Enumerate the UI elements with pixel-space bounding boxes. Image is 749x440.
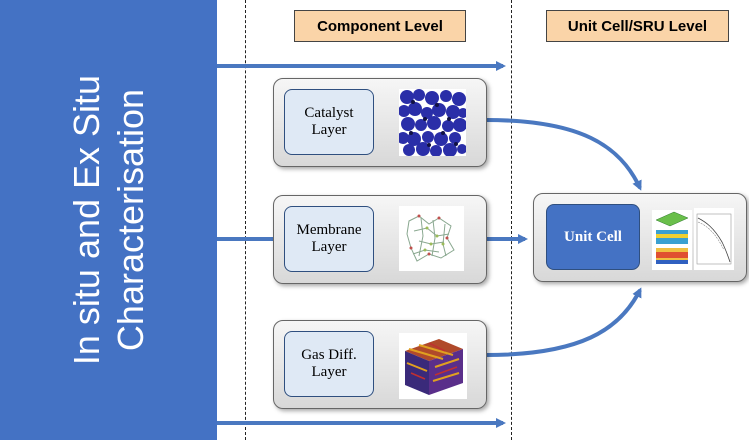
header-unit-cell-level: Unit Cell/SRU Level	[546, 10, 729, 42]
membrane-layer-label-line1: Membrane	[296, 221, 362, 238]
gas-diffusion-layer-label-line1: Gas Diff.	[301, 346, 357, 363]
divider-right	[511, 0, 512, 440]
divider-left	[245, 0, 246, 440]
catalyst-layer-label: Catalyst Layer	[284, 89, 374, 155]
gas-diffusion-layer-label: Gas Diff. Layer	[284, 331, 374, 397]
catalyst-layer-label-line2: Layer	[311, 122, 347, 138]
catalyst-layer-label-line1: Catalyst	[304, 104, 354, 121]
membrane-molecular-image	[399, 206, 464, 271]
catalyst-layer-box: Catalyst Layer	[273, 78, 487, 167]
membrane-layer-box: Membrane Layer	[273, 195, 487, 284]
polarization-curve-image	[694, 208, 734, 270]
arrow-gdl-to-cell	[485, 287, 642, 357]
membrane-layer-label: Membrane Layer	[284, 206, 374, 272]
arrow-catalyst-to-cell	[485, 118, 642, 191]
unit-cell-box: Unit Cell	[533, 193, 747, 282]
gas-diffusion-layer-label-line2: Layer	[311, 364, 347, 380]
cell-simulation-image	[652, 210, 692, 270]
catalyst-micrograph-image	[399, 89, 466, 156]
header-component-level: Component Level	[294, 10, 466, 42]
gas-diffusion-layer-box: Gas Diff. Layer	[273, 320, 487, 409]
unit-cell-label: Unit Cell	[546, 204, 640, 270]
membrane-layer-label-line2: Layer	[311, 239, 347, 255]
characterisation-panel: In situ and Ex Situ Characterisation	[0, 0, 217, 440]
gdl-reconstruction-image	[399, 333, 467, 399]
